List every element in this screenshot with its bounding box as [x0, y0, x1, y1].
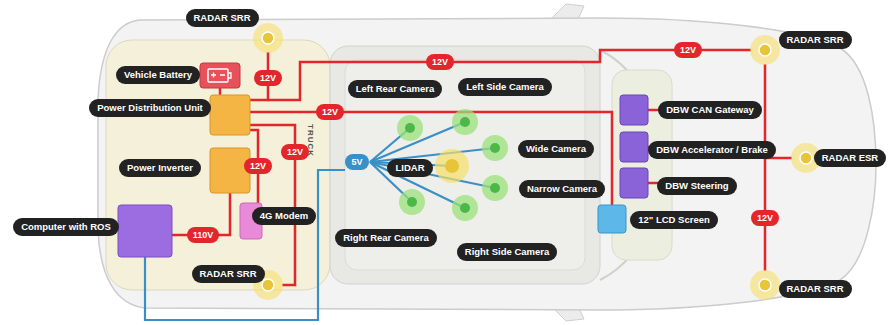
component-label: Power Distribution Unit — [89, 99, 211, 117]
component-label: Right Side Camera — [457, 243, 557, 261]
component-label: RADAR SRR — [779, 31, 852, 49]
component-label: DBW CAN Gateway — [658, 101, 762, 119]
voltage-tag: 12V — [674, 42, 702, 58]
component-label: RADAR SRR — [186, 9, 259, 27]
component-name: RADAR ESR — [822, 152, 878, 163]
component-name: Computer with ROS — [21, 221, 111, 232]
component-name: 12" LCD Screen — [638, 214, 710, 225]
power-distribution-unit — [210, 95, 250, 135]
component-name: DBW CAN Gateway — [666, 104, 754, 115]
component-name: DBW Steering — [665, 180, 728, 191]
voltage-tag: 12V — [244, 158, 272, 174]
component-name: Vehicle Battery — [124, 69, 192, 80]
trunk-area — [106, 40, 330, 290]
component-name: Narrow Camera — [527, 183, 597, 194]
component-label: RADAR ESR — [814, 149, 886, 167]
voltage-tag: 12V — [751, 210, 779, 226]
dbw-module — [620, 132, 648, 162]
component-label: Narrow Camera — [519, 180, 605, 198]
lcd-screen — [598, 205, 626, 233]
voltage-tag: 5V — [345, 154, 368, 170]
radar-sensors — [253, 23, 821, 300]
voltage-tag: 12V — [316, 104, 344, 120]
component-name: RADAR SRR — [194, 12, 251, 23]
computer — [118, 205, 172, 257]
component-label: RADAR SRR — [779, 280, 852, 298]
cabin — [330, 46, 600, 284]
component-label: Power Inverter — [119, 159, 201, 177]
battery-icon — [211, 73, 231, 79]
component-name: RADAR SRR — [200, 268, 257, 279]
component-name: Left Side Camera — [466, 81, 544, 92]
component-label: DBW Steering — [657, 177, 736, 195]
component-label: Right Rear Camera — [335, 229, 437, 247]
dbw-module — [620, 95, 648, 125]
component-name: Power Inverter — [127, 162, 193, 173]
component-name: LIDAR — [395, 162, 424, 173]
component-name: DBW Accelerator / Brake — [656, 144, 768, 155]
power-inverter — [210, 148, 250, 193]
component-label: Computer with ROS — [13, 218, 119, 236]
component-label: LIDAR — [387, 159, 432, 177]
voltage-tag: 12V — [254, 70, 282, 86]
component-name: Right Rear Camera — [343, 232, 429, 243]
voltage-tag: 110V — [187, 227, 220, 243]
component-name: Right Side Camera — [465, 246, 549, 257]
component-label: RADAR SRR — [192, 265, 265, 283]
dbw-module — [620, 168, 648, 198]
component-label: Vehicle Battery — [116, 66, 200, 84]
component-label: 4G Modem — [252, 207, 317, 225]
component-name: Left Rear Camera — [356, 83, 435, 94]
component-name: RADAR SRR — [787, 283, 844, 294]
component-name: Wide Camera — [526, 143, 586, 154]
component-label: Left Side Camera — [458, 78, 552, 96]
area-label: TRUCK — [306, 124, 315, 157]
power-wires — [172, 50, 792, 285]
voltage-tag: 12V — [426, 54, 454, 70]
component-label: DBW Accelerator / Brake — [648, 141, 776, 159]
component-label: 12" LCD Screen — [630, 211, 718, 229]
battery — [200, 63, 240, 88]
car-body — [98, 18, 876, 310]
data-wires — [145, 122, 495, 320]
component-label: Wide Camera — [518, 140, 594, 158]
component-name: 4G Modem — [260, 210, 309, 221]
component-label: Left Rear Camera — [348, 80, 443, 98]
component-name: Power Distribution Unit — [97, 102, 203, 113]
component-name: RADAR SRR — [787, 34, 844, 45]
voltage-tag: 12V — [281, 144, 309, 160]
